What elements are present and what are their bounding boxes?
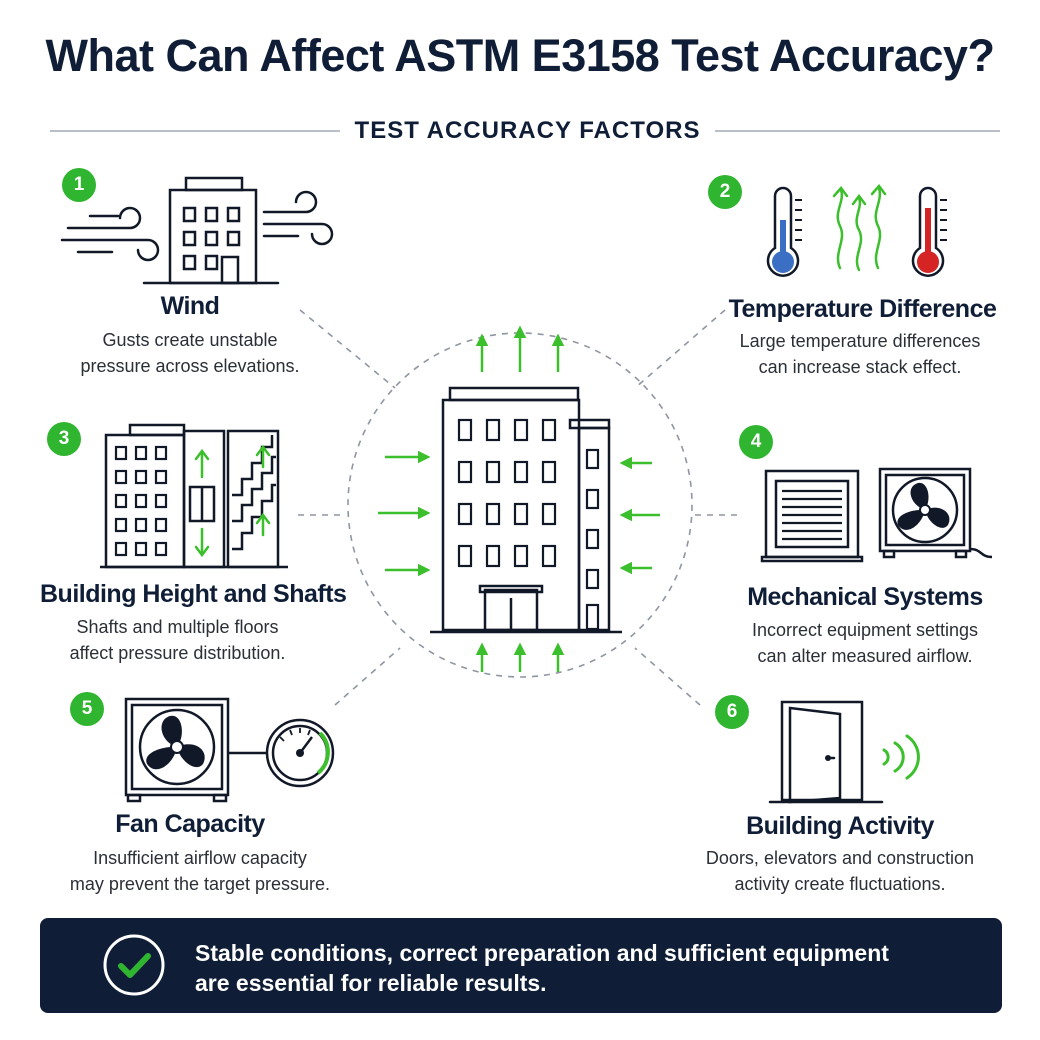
factor-title-fan: Fan Capacity (115, 810, 265, 838)
wind-building-icon (60, 176, 334, 285)
section-subtitle: TEST ACCURACY FACTORS (354, 117, 701, 144)
hvac-units-icon (760, 467, 993, 563)
connector-wind (299, 309, 396, 389)
banner-line-1: Stable conditions, correct preparation a… (195, 940, 889, 966)
factor-desc-temperature-line2: can increase stack effect. (758, 357, 962, 377)
thermometers-icon (766, 184, 947, 277)
factor-desc-fan-line2: may prevent the target pressure. (69, 874, 331, 894)
factor-desc-mechanical-line2: can alter measured airflow. (757, 646, 973, 666)
factor-desc-shafts-line1: Shafts and multiple floors (76, 617, 279, 637)
factor-desc-temperature-line1: Large temperature differences (739, 331, 981, 351)
check-circle-icon (103, 934, 165, 996)
divider-right (715, 130, 1000, 132)
factor-title-mechanical: Mechanical Systems (747, 583, 983, 611)
factor-desc-activity-line2: activity create fluctuations. (734, 874, 946, 894)
factor-desc-fan-line1: Insufficient airflow capacity (93, 848, 307, 868)
factor-desc-wind-line1: Gusts create unstable (102, 330, 278, 350)
badge-5: 5 (70, 692, 104, 726)
page-title: What Can Affect ASTM E3158 Test Accuracy… (45, 30, 995, 81)
factor-title-activity: Building Activity (746, 812, 934, 840)
connector-fan (334, 647, 401, 706)
connector-activity (634, 647, 701, 706)
factor-desc-activity-line1: Doors, elevators and construction (705, 848, 975, 868)
factor-title-temperature: Temperature Difference (728, 295, 997, 323)
open-door-icon (768, 700, 920, 804)
banner-message: Stable conditions, correct preparation a… (195, 938, 985, 998)
badge-1: 1 (62, 168, 96, 202)
center-dashed-ring (347, 332, 693, 678)
factor-title-shafts: Building Height and Shafts (40, 580, 347, 608)
factor-desc-shafts-line2: affect pressure distribution. (69, 643, 286, 663)
summary-banner: Stable conditions, correct preparation a… (40, 918, 1002, 1013)
banner-line-2: are essential for reliable results. (195, 970, 547, 996)
building-shafts-icon (100, 423, 288, 569)
connector-temperature (634, 309, 726, 389)
factor-title-wind: Wind (160, 292, 220, 320)
divider-left (50, 130, 340, 132)
factor-desc-mechanical-line1: Incorrect equipment settings (751, 620, 979, 640)
fan-gauge-icon (124, 697, 335, 803)
central-building-icon (378, 325, 660, 672)
badge-3: 3 (47, 422, 81, 456)
badge-4: 4 (739, 425, 773, 459)
factor-desc-wind-line2: pressure across elevations. (80, 356, 300, 376)
badge-2: 2 (708, 175, 742, 209)
badge-6: 6 (715, 695, 749, 729)
